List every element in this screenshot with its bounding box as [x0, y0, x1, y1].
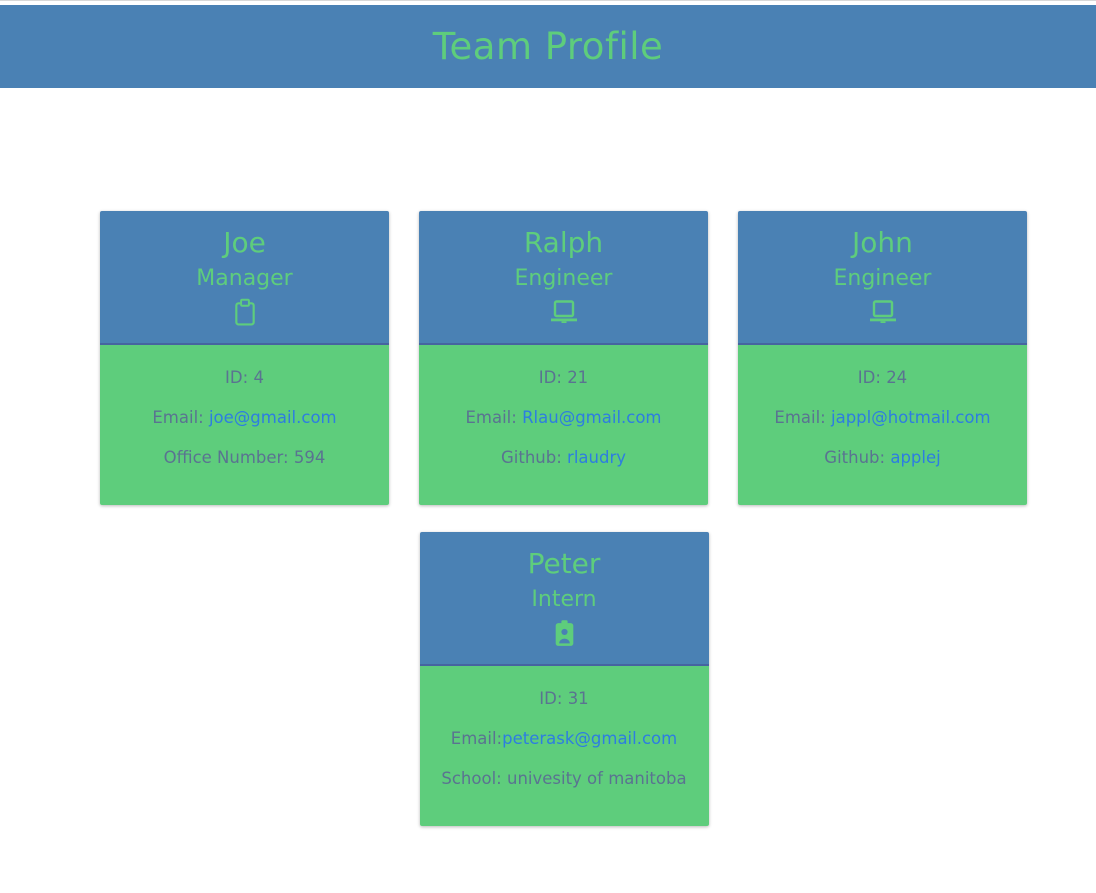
card-header: John Engineer — [738, 211, 1027, 345]
card-header: Ralph Engineer — [419, 211, 708, 345]
card-row-1: Joe Manager ID: 4 Email: joe@gmail.com O… — [100, 211, 1028, 505]
detail-value: 31 — [567, 689, 589, 708]
detail-label: Email: — [774, 408, 831, 427]
detail-row-email: Email:peterask@gmail.com — [420, 719, 709, 759]
laptop-icon — [738, 295, 1027, 329]
detail-value: 4 — [253, 368, 264, 387]
member-role: Manager — [196, 266, 293, 291]
window-top-strip — [0, 0, 1096, 5]
detail-row-github: Github: rlaudry — [419, 438, 708, 478]
detail-label: ID: — [538, 368, 568, 387]
team-card-ralph: Ralph Engineer ID: 21 Email: Rlau@gmail.… — [419, 211, 708, 505]
detail-row-id: ID: 4 — [100, 358, 389, 398]
member-role: Intern — [531, 587, 597, 612]
email-link[interactable]: jappl@hotmail.com — [831, 408, 991, 427]
github-link[interactable]: applej — [890, 448, 941, 467]
github-link[interactable]: rlaudry — [567, 448, 626, 467]
detail-value: 594 — [293, 448, 326, 467]
detail-label: Email: — [450, 729, 503, 748]
member-role: Engineer — [514, 266, 613, 291]
detail-label: Office Number: — [163, 448, 294, 467]
detail-row-email: Email: joe@gmail.com — [100, 398, 389, 438]
detail-label: Github: — [500, 448, 568, 467]
team-card-peter: Peter Intern ID: 31 Email:peterask@gmail… — [419, 532, 709, 826]
email-link[interactable]: peterask@gmail.com — [502, 729, 678, 748]
member-name: Ralph — [523, 226, 604, 259]
card-details: ID: 21 Email: Rlau@gmail.com Github: rla… — [419, 345, 708, 505]
detail-label: School: — [441, 769, 507, 788]
member-name: John — [852, 226, 913, 259]
card-row-2: Peter Intern ID: 31 Email:peterask@gmail… — [100, 532, 1028, 826]
detail-row-github: Github: applej — [738, 438, 1027, 478]
detail-label: Email: — [465, 408, 523, 427]
team-grid: Joe Manager ID: 4 Email: joe@gmail.com O… — [100, 211, 1028, 826]
clipboard-icon — [100, 295, 389, 329]
detail-label: ID: — [539, 689, 568, 708]
card-header: Joe Manager — [100, 211, 389, 345]
member-name: Joe — [223, 226, 266, 259]
detail-row-id: ID: 24 — [738, 358, 1027, 398]
detail-row-office: Office Number: 594 — [100, 438, 389, 478]
card-details: ID: 24 Email: jappl@hotmail.com Github: … — [738, 345, 1027, 505]
card-details: ID: 31 Email:peterask@gmail.com School: … — [419, 666, 709, 826]
detail-value: 21 — [567, 368, 589, 387]
detail-label: ID: — [225, 368, 254, 387]
team-card-john: John Engineer ID: 24 Email: jappl@hotmai… — [738, 211, 1027, 505]
member-role: Engineer — [833, 266, 932, 291]
id-badge-icon — [420, 616, 709, 650]
header: Team Profile — [0, 5, 1096, 88]
detail-row-id: ID: 21 — [419, 358, 708, 398]
page-title: Team Profile — [432, 25, 664, 68]
detail-label: ID: — [857, 368, 887, 387]
detail-row-school: School: univesity of manitoba — [420, 759, 709, 799]
email-link[interactable]: joe@gmail.com — [208, 408, 337, 427]
detail-row-email: Email: jappl@hotmail.com — [738, 398, 1027, 438]
detail-label: Github: — [824, 448, 891, 467]
detail-value: univesity of manitoba — [506, 769, 687, 788]
card-header: Peter Intern — [419, 532, 709, 666]
detail-row-email: Email: Rlau@gmail.com — [419, 398, 708, 438]
card-details: ID: 4 Email: joe@gmail.com Office Number… — [100, 345, 389, 505]
detail-value: 24 — [886, 368, 908, 387]
detail-row-id: ID: 31 — [420, 679, 709, 719]
laptop-icon — [419, 295, 708, 329]
detail-label: Email: — [152, 408, 209, 427]
member-name: Peter — [527, 547, 601, 580]
email-link[interactable]: Rlau@gmail.com — [522, 408, 662, 427]
team-card-joe: Joe Manager ID: 4 Email: joe@gmail.com O… — [100, 211, 389, 505]
